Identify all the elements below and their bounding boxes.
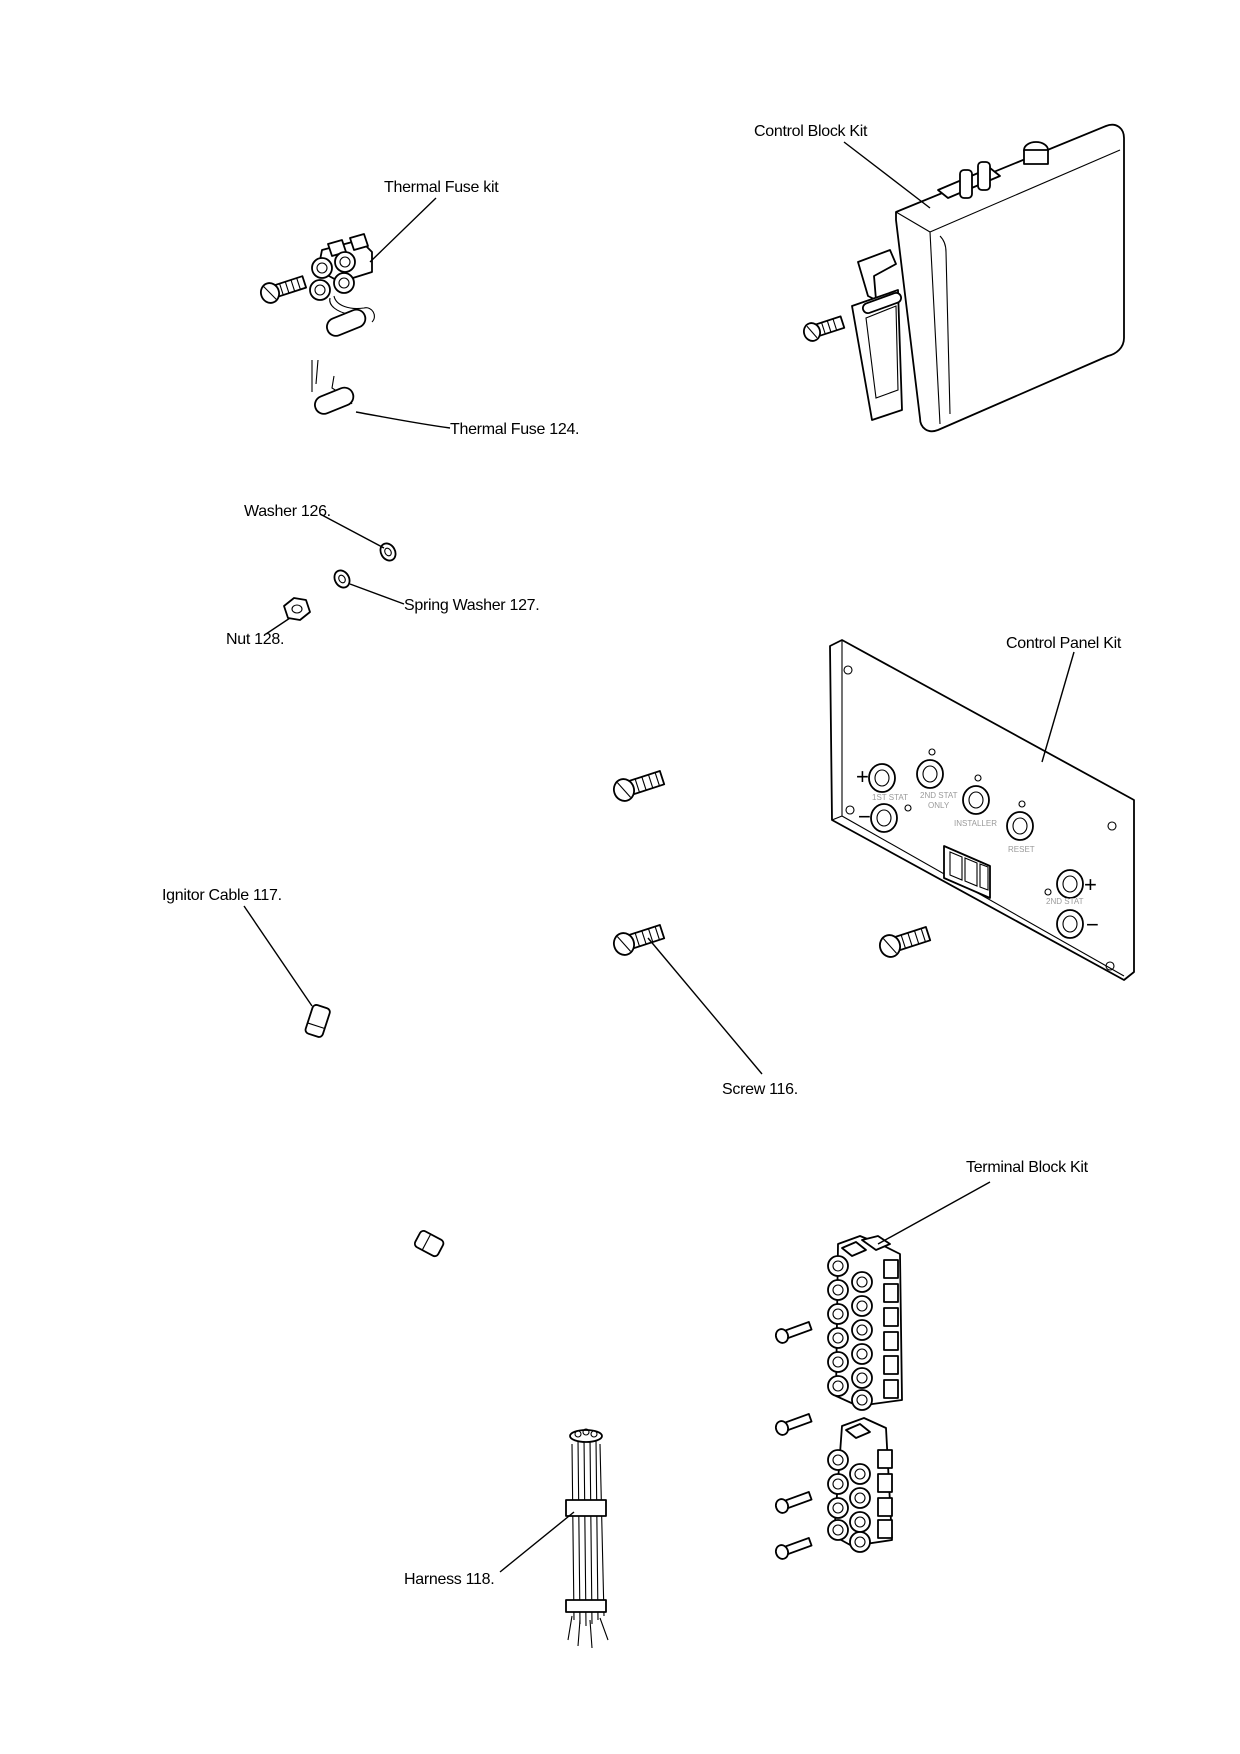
leader-control-block-kit xyxy=(843,141,931,209)
terminal-block-kit-part xyxy=(774,1181,991,1560)
label-nut: Nut 128. xyxy=(226,631,284,648)
label-harness: Harness 118. xyxy=(404,1571,494,1588)
panel-reset: RESET xyxy=(1008,845,1035,854)
leader-harness xyxy=(499,1511,575,1573)
panel-stat2b: 2ND STAT xyxy=(1046,897,1084,906)
harness-part xyxy=(499,1428,609,1649)
terminal-rows-small xyxy=(827,1449,893,1553)
label-screw: Screw 116. xyxy=(722,1081,798,1098)
label-washer: Washer 126. xyxy=(244,503,331,520)
leader-thermal-fuse xyxy=(355,411,451,429)
panel-minus-1: − xyxy=(858,804,871,829)
thermal-fuse-kit-part xyxy=(259,197,437,337)
panel-stat2: 2ND STAT xyxy=(920,791,958,800)
label-spring-washer: Spring Washer 127. xyxy=(404,597,539,614)
label-control-block-kit: Control Block Kit xyxy=(754,123,868,140)
washer-part xyxy=(319,513,397,562)
leader-thermal-fuse-kit xyxy=(369,197,437,263)
nut-part xyxy=(265,597,311,635)
panel-installer: INSTALLER xyxy=(954,819,997,828)
terminal-rows-large xyxy=(827,1255,899,1411)
control-block-kit-part xyxy=(802,123,1125,433)
control-panel-kit-part: + − + − 1ST STAT 2ND STAT ONLY INSTALLER… xyxy=(829,639,1135,981)
label-thermal-fuse-kit: Thermal Fuse kit xyxy=(384,179,499,196)
panel-plus-1: + xyxy=(856,764,869,789)
leader-control-panel-kit xyxy=(1041,651,1075,763)
leader-screw xyxy=(647,937,763,1075)
label-control-panel-kit: Control Panel Kit xyxy=(1006,635,1122,652)
panel-only: ONLY xyxy=(928,801,950,810)
leader-terminal-block-kit xyxy=(877,1181,991,1245)
screw-part xyxy=(613,770,932,1075)
spring-washer-part xyxy=(333,569,405,605)
panel-stat1: 1ST STAT xyxy=(872,793,908,802)
leader-ignitor-cable xyxy=(243,905,313,1007)
label-ignitor-cable: Ignitor Cable 117. xyxy=(162,887,282,904)
ignitor-cable-part xyxy=(164,905,445,1258)
label-terminal-block-kit: Terminal Block Kit xyxy=(966,1159,1089,1176)
thermal-fuse-part xyxy=(311,359,451,429)
label-thermal-fuse: Thermal Fuse 124. xyxy=(450,421,579,438)
panel-plus-2: + xyxy=(1084,872,1097,897)
panel-minus-2: − xyxy=(1086,912,1099,937)
